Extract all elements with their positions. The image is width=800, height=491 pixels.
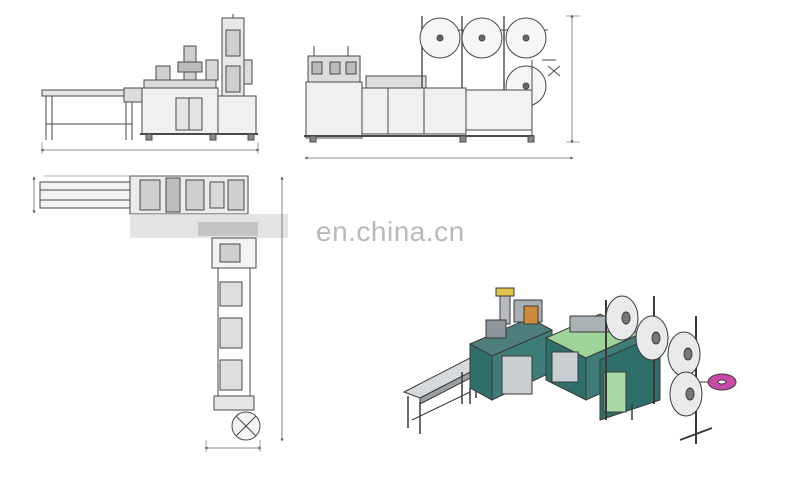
isometric-render: [402, 287, 737, 444]
front-elevation-right: [304, 14, 580, 160]
front-elevation-left: [40, 14, 260, 154]
plan-view: [32, 175, 288, 452]
watermark-text: en.china.cn: [316, 216, 465, 247]
